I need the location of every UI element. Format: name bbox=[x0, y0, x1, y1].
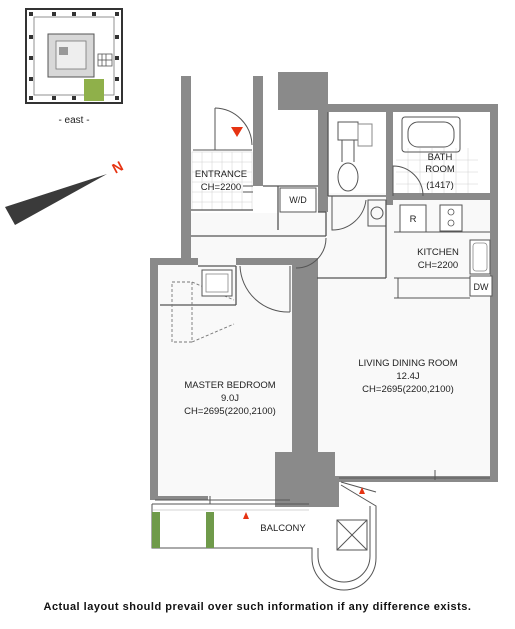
kitchen-label: KITCHEN bbox=[417, 247, 459, 258]
key-plan-stair bbox=[97, 53, 113, 67]
master-bedroom-label: MASTER BEDROOM bbox=[184, 380, 275, 391]
living-dining-label: LIVING DINING ROOM bbox=[358, 358, 457, 369]
washer-dryer-label: W/D bbox=[289, 195, 307, 205]
kitchen-ceiling-label: CH=2200 bbox=[418, 260, 458, 271]
key-plan-highlighted-unit bbox=[84, 79, 104, 101]
balcony bbox=[151, 484, 377, 591]
bathtub bbox=[401, 116, 461, 153]
bath-label-line2: ROOM bbox=[425, 164, 455, 175]
refrigerator bbox=[399, 204, 427, 233]
master-bedroom-ceiling: CH=2695(2200,2100) bbox=[184, 406, 276, 417]
balcony-entry-marker-2 bbox=[359, 487, 365, 494]
dishwasher bbox=[469, 275, 493, 297]
north-arrow-needle bbox=[5, 174, 107, 225]
kitchen-sink bbox=[469, 239, 491, 275]
bath-label-line1: BATH bbox=[428, 152, 453, 163]
floor-fills bbox=[155, 193, 494, 498]
key-plan: - east - bbox=[25, 8, 123, 126]
master-bedroom-size: 9.0J bbox=[221, 393, 239, 404]
entrance-label: ENTRANCE bbox=[195, 169, 247, 180]
dishwasher-label: DW bbox=[474, 282, 489, 292]
entrance-door bbox=[193, 107, 253, 151]
washbasin bbox=[367, 199, 387, 227]
refrigerator-label: R bbox=[410, 214, 417, 225]
balcony-planters bbox=[152, 512, 214, 548]
bath-size-label: (1417) bbox=[426, 180, 453, 191]
balcony-entry-marker-1 bbox=[243, 512, 249, 519]
bathroom-tile-area bbox=[396, 148, 478, 196]
washer-dryer bbox=[279, 187, 317, 213]
windows bbox=[155, 470, 490, 504]
disclaimer-text: Actual layout should prevail over such i… bbox=[43, 601, 472, 613]
living-dining-ceiling: CH=2695(2200,2100) bbox=[362, 384, 454, 395]
north-label: N bbox=[109, 158, 125, 177]
living-door bbox=[295, 237, 327, 269]
balcony-door bbox=[340, 481, 377, 493]
living-dining-size: 12.4J bbox=[396, 371, 419, 382]
emergency-hatch bbox=[336, 519, 368, 551]
entrance-ceiling-label: CH=2200 bbox=[201, 182, 241, 193]
walls bbox=[150, 72, 498, 507]
plan-floor: W/D BATH ROOM (1417) R bbox=[150, 72, 498, 591]
toilet-room-door bbox=[331, 196, 367, 231]
key-plan-core-mark bbox=[59, 47, 68, 55]
key-plan-columns bbox=[29, 12, 119, 100]
bedroom-door bbox=[239, 265, 291, 313]
key-plan-inner-outline bbox=[33, 16, 115, 96]
cooktop bbox=[439, 204, 463, 232]
bathroom-door bbox=[392, 165, 424, 197]
toilet bbox=[337, 121, 373, 192]
entrance-tile-area bbox=[191, 151, 253, 211]
balcony-label: BALCONY bbox=[260, 523, 306, 534]
entrance-marker bbox=[231, 127, 243, 137]
north-arrow: N bbox=[5, 158, 126, 225]
partitions bbox=[160, 112, 387, 306]
key-plan-direction-label: - east - bbox=[58, 115, 89, 126]
